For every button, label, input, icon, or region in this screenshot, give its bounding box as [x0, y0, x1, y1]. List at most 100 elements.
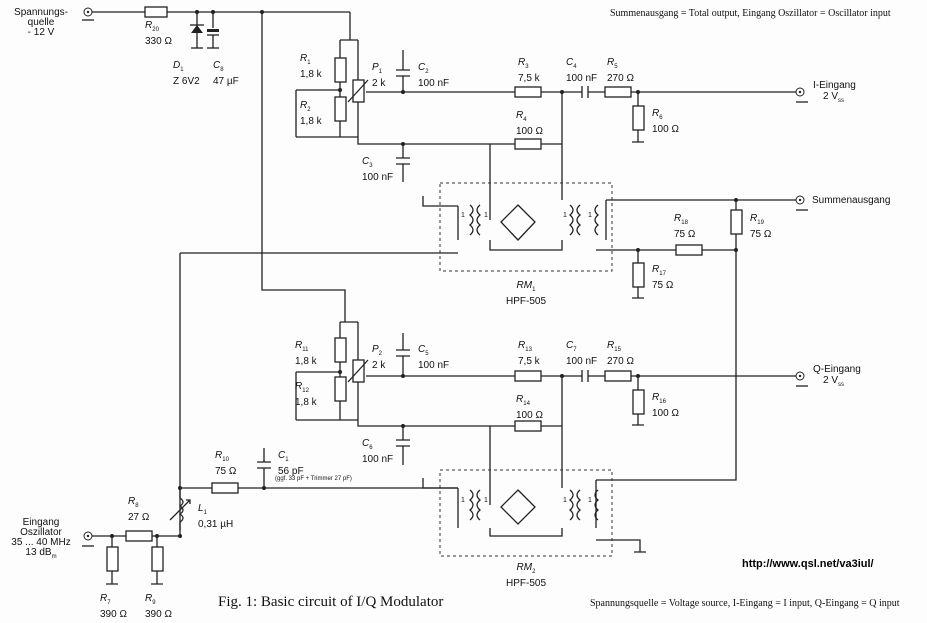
header-note: Summenausgang = Total output, Eingang Os…	[610, 8, 891, 19]
resistor-r18	[675, 244, 703, 256]
r12-ref: R	[295, 381, 303, 392]
c1-value: 56 pF	[278, 466, 304, 477]
c4-ref: C	[566, 57, 574, 68]
r2-sub: 2	[307, 107, 311, 113]
q-input-label: Q-Eingang 2 Vss	[813, 364, 861, 391]
r17-ref: R	[652, 264, 660, 275]
resistor-r8	[125, 530, 153, 542]
figure-caption: Fig. 1: Basic circuit of I/Q Modulator	[218, 594, 444, 610]
r13-value: 7,5 k	[518, 356, 540, 367]
c8-value: 47 µF	[213, 76, 239, 87]
p2-sub: 2	[378, 351, 383, 357]
r9-sub: 9	[152, 600, 156, 606]
resistor-r9	[151, 546, 164, 572]
footer-note: Spannungsquelle = Voltage source, I-Eing…	[590, 598, 900, 609]
resistor-r19	[730, 209, 743, 235]
c3-sub: 3	[369, 163, 373, 169]
c7-value: 100 nF	[566, 356, 598, 367]
resistor-r13	[514, 370, 542, 382]
rm1-mark-d: 1	[588, 212, 592, 219]
r10-sub: 10	[222, 457, 229, 463]
r14-sub: 14	[523, 401, 530, 407]
rm2-mark-c: 1	[563, 497, 567, 504]
resistor-r15	[604, 370, 632, 382]
rm1-ref: RM	[516, 280, 533, 291]
resistor-r11	[334, 337, 347, 363]
r14-value: 100 Ω	[516, 410, 543, 421]
d1-sub: 1	[180, 67, 184, 73]
r7-value: 390 Ω	[100, 609, 127, 620]
resistor-r12	[334, 376, 347, 402]
q-input-level: 2 V	[823, 375, 839, 386]
rm2-mark-b: 1	[484, 497, 488, 504]
r16-value: 100 Ω	[652, 408, 679, 419]
r15-value: 270 Ω	[607, 356, 634, 367]
q-input-level-sub: ss	[838, 382, 845, 388]
c7-sub: 7	[573, 347, 577, 353]
i-input-level-sub: ss	[838, 98, 845, 104]
r3-ref: R	[518, 57, 526, 68]
resistor-r2	[334, 96, 347, 122]
rm2-ref: RM	[516, 562, 533, 573]
q-channel	[295, 321, 808, 488]
resistor-r4	[514, 138, 542, 150]
osc-label-level: 13 dB	[25, 547, 52, 558]
r8-value: 27 Ω	[128, 512, 150, 523]
r6-value: 100 Ω	[652, 124, 679, 135]
osc-label-line3: 35 ... 40 MHz	[11, 537, 71, 548]
p1-value: 2 k	[372, 78, 386, 89]
osc-label-line2: Oszillator	[20, 527, 62, 538]
r18-value: 75 Ω	[674, 229, 696, 240]
supply-label-line3: - 12 V	[27, 27, 55, 38]
label-r5: R5 270 Ω	[607, 57, 634, 84]
sum-output-label: Summenausgang	[812, 195, 891, 206]
d1-value: Z 6V2	[173, 76, 200, 87]
c6-ref: C	[362, 438, 370, 449]
c7-ref: C	[566, 340, 574, 351]
c4-value: 100 nF	[566, 73, 598, 84]
supply-rail	[82, 6, 351, 322]
c1-ref: C	[278, 450, 286, 461]
mixer-rm1	[179, 182, 808, 530]
resistor-r10	[211, 482, 239, 494]
r6-ref: R	[652, 108, 660, 119]
r5-ref: R	[607, 57, 615, 68]
c2-value: 100 nF	[418, 78, 450, 89]
r4-ref: R	[516, 110, 524, 121]
r13-sub: 13	[525, 347, 532, 353]
r14-ref: R	[516, 394, 524, 405]
i-channel	[295, 39, 808, 200]
resistor-r3	[514, 86, 542, 98]
c4-sub: 4	[573, 64, 577, 70]
r20-value: 330 Ω	[145, 36, 172, 47]
r3-sub: 3	[525, 64, 529, 70]
r2-value: 1,8 k	[300, 116, 322, 127]
r2-ref: R	[300, 100, 308, 111]
r9-ref: R	[145, 593, 153, 604]
resistor-r6	[632, 105, 645, 131]
cap-c7	[581, 370, 589, 382]
label-r14: R14 100 Ω	[516, 394, 543, 421]
r4-sub: 4	[523, 117, 527, 123]
c2-sub: 2	[425, 69, 429, 75]
r5-value: 270 Ω	[607, 73, 634, 84]
label-r2: R2 1,8 k	[300, 100, 322, 127]
r16-ref: R	[652, 392, 660, 403]
r5-sub: 5	[614, 64, 618, 70]
r18-ref: R	[674, 213, 682, 224]
r15-sub: 15	[614, 347, 621, 353]
i-input-name: I-Eingang	[813, 80, 856, 91]
p1-ref: P	[372, 62, 379, 73]
